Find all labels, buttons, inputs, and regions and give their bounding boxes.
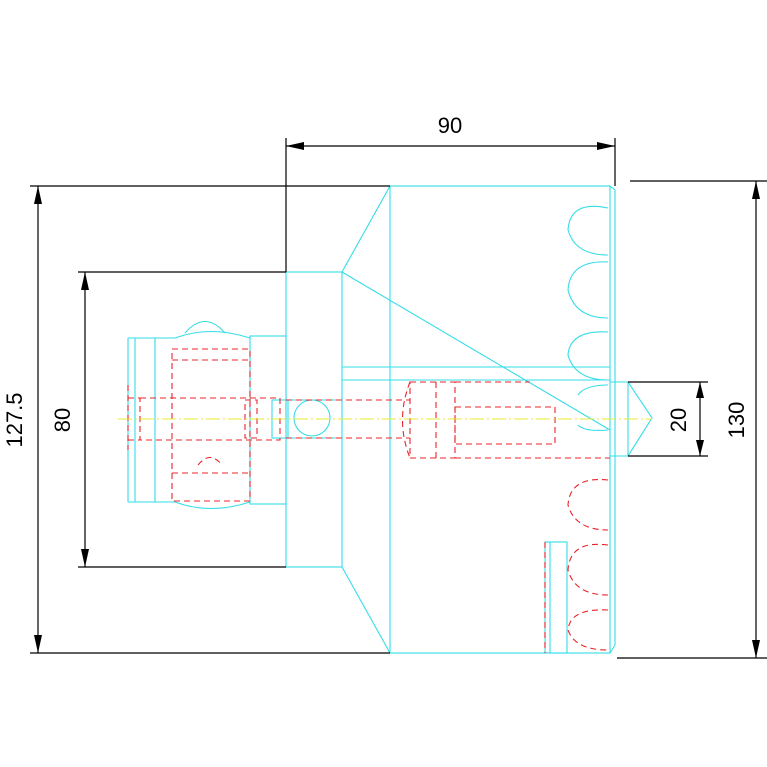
dimension-hole-height: 20 <box>628 381 708 457</box>
dimension-height-inner-label: 80 <box>50 408 75 432</box>
dimension-height-inner: 80 <box>50 271 286 568</box>
dimension-height-right: 130 <box>617 180 767 659</box>
dimension-hole-height-label: 20 <box>666 408 691 432</box>
dimension-height-outer: 127.5 <box>2 185 390 654</box>
hidden-features <box>127 348 610 653</box>
dimension-width-top-label: 90 <box>438 113 462 138</box>
dimension-height-right-label: 130 <box>724 402 749 439</box>
part-outline <box>127 185 653 654</box>
dimension-width-top: 90 <box>285 113 616 272</box>
dimension-height-outer-label: 127.5 <box>2 392 27 447</box>
